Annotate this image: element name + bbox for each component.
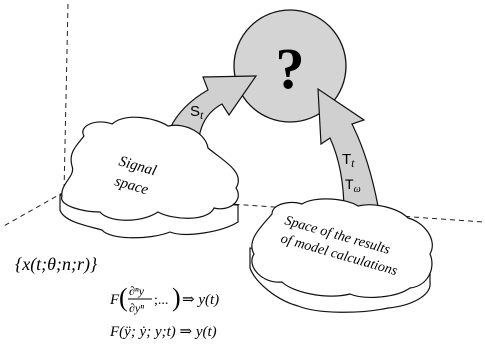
formula-differential: F ( ∂ⁿy ∂yⁿ ;... ) ⇒ y(t)	[109, 283, 219, 315]
formula-diff-result: ⇒ y(t)	[182, 292, 219, 308]
formula-ode: F(ÿ; ẏ; y;t) ⇒ y(t)	[109, 324, 217, 340]
formula-diff-tail: ;...	[154, 293, 168, 308]
formula-diff-lparen: (	[119, 283, 128, 312]
arrow-right: Tt Tω	[317, 87, 379, 213]
formula-diff-numerator: ∂ⁿy	[129, 284, 145, 298]
arrow-right-label-bottom: Tω	[345, 176, 361, 195]
arrow-right-label-top: Tt	[342, 151, 355, 170]
signal-space-slab-top	[61, 116, 239, 221]
perspective-line-floor-right	[63, 191, 484, 223]
formulas: {x(t;θ;n;r)} F ( ∂ⁿy ∂yⁿ ;... ) ⇒ y(t) F…	[15, 254, 219, 340]
formula-set: {x(t;θ;n;r)}	[15, 254, 98, 275]
results-space-slab: Space of the results of model calculatio…	[249, 198, 433, 313]
perspective-line-vertical	[63, 3, 69, 193]
question-mark: ?	[276, 36, 305, 101]
arrow-right-shape	[317, 87, 379, 213]
perspective-line-floor-left	[1, 191, 65, 228]
arrow-left-label-top: St	[190, 103, 204, 122]
formula-diff-func: F	[109, 292, 120, 308]
results-space-slab-top	[251, 198, 433, 298]
formula-diff-denominator: ∂yⁿ	[129, 301, 144, 315]
formula-diff-rparen: )	[172, 283, 181, 312]
signal-space-slab: Signal space	[59, 116, 239, 239]
perspective-lines	[1, 3, 484, 228]
